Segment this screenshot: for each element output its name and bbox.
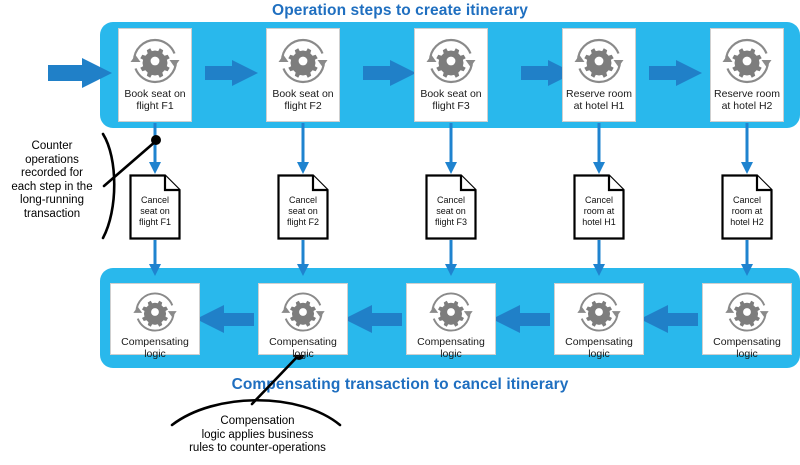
page-title-operation-steps: Operation steps to create itinerary: [272, 2, 528, 19]
counter-operation-doc-2[interactable]: Cancel seat on flight F2: [277, 174, 329, 240]
compensating-node-1[interactable]: Compensating logic: [110, 283, 200, 360]
operation-gear-icon: [425, 35, 477, 87]
document-icon: [277, 174, 329, 240]
step-node-4[interactable]: Reserve room at hotel H1: [562, 28, 636, 122]
operation-gear-icon: [277, 35, 329, 87]
compensating-node-3[interactable]: Compensating logic: [406, 283, 496, 360]
compensating-node-label: Compensating logic: [417, 336, 485, 360]
operation-gear-icon: [576, 289, 622, 335]
step-node-3[interactable]: Book seat on flight F3: [414, 28, 488, 122]
counter-operation-doc-label: Cancel room at hotel H1: [582, 195, 616, 227]
counter-op-connector-3-icon: [445, 123, 457, 174]
compensating-node-label: Compensating logic: [565, 336, 633, 360]
annotation-compensation-logic: Compensation logic applies business rule…: [189, 415, 326, 454]
compensating-node-label: Compensating logic: [269, 336, 337, 360]
document-icon: [721, 174, 773, 240]
counter-operation-doc-label: Cancel seat on flight F2: [286, 195, 319, 227]
step-node-label: Book seat on flight F2: [272, 88, 334, 112]
operation-gear-icon: [280, 289, 326, 335]
compensating-node-label: Compensating logic: [713, 336, 781, 360]
document-icon: [129, 174, 181, 240]
counter-operation-doc-label: Cancel seat on flight F3: [434, 195, 467, 227]
page-title-compensating-transaction: Compensating transaction to cancel itine…: [231, 376, 569, 393]
step-node-label: Reserve room at hotel H1: [566, 88, 632, 112]
document-icon: [425, 174, 477, 240]
annotation-counter-operations: Counter operations recorded for each ste…: [11, 140, 93, 220]
step-node-label: Book seat on flight F3: [420, 88, 482, 112]
counter-operation-doc-label: Cancel room at hotel H2: [730, 195, 764, 227]
counter-operation-doc-1[interactable]: Cancel seat on flight F1: [129, 174, 181, 240]
operation-gear-icon: [573, 35, 625, 87]
step-node-2[interactable]: Book seat on flight F2: [266, 28, 340, 122]
step-node-1[interactable]: Book seat on flight F1: [118, 28, 192, 122]
step-node-5[interactable]: Reserve room at hotel H2: [710, 28, 784, 122]
counter-operation-doc-5[interactable]: Cancel room at hotel H2: [721, 174, 773, 240]
document-icon: [573, 174, 625, 240]
operation-gear-icon: [724, 289, 770, 335]
counter-op-connector-2-icon: [297, 123, 309, 174]
counter-op-connector-1-icon: [149, 123, 161, 174]
counter-op-connector-5-icon: [741, 123, 753, 174]
compensating-node-2[interactable]: Compensating logic: [258, 283, 348, 360]
counter-op-connector-4-icon: [593, 123, 605, 174]
compensating-node-label: Compensating logic: [121, 336, 189, 360]
counter-operation-doc-4[interactable]: Cancel room at hotel H1: [573, 174, 625, 240]
counter-operation-doc-3[interactable]: Cancel seat on flight F3: [425, 174, 477, 240]
operation-gear-icon: [132, 289, 178, 335]
operation-gear-icon: [129, 35, 181, 87]
compensating-node-5[interactable]: Compensating logic: [702, 283, 792, 360]
step-node-label: Book seat on flight F1: [124, 88, 186, 112]
counter-operation-doc-label: Cancel seat on flight F1: [138, 195, 171, 227]
operation-gear-icon: [428, 289, 474, 335]
step-node-label: Reserve room at hotel H2: [714, 88, 780, 112]
operation-gear-icon: [721, 35, 773, 87]
compensating-node-4[interactable]: Compensating logic: [554, 283, 644, 360]
